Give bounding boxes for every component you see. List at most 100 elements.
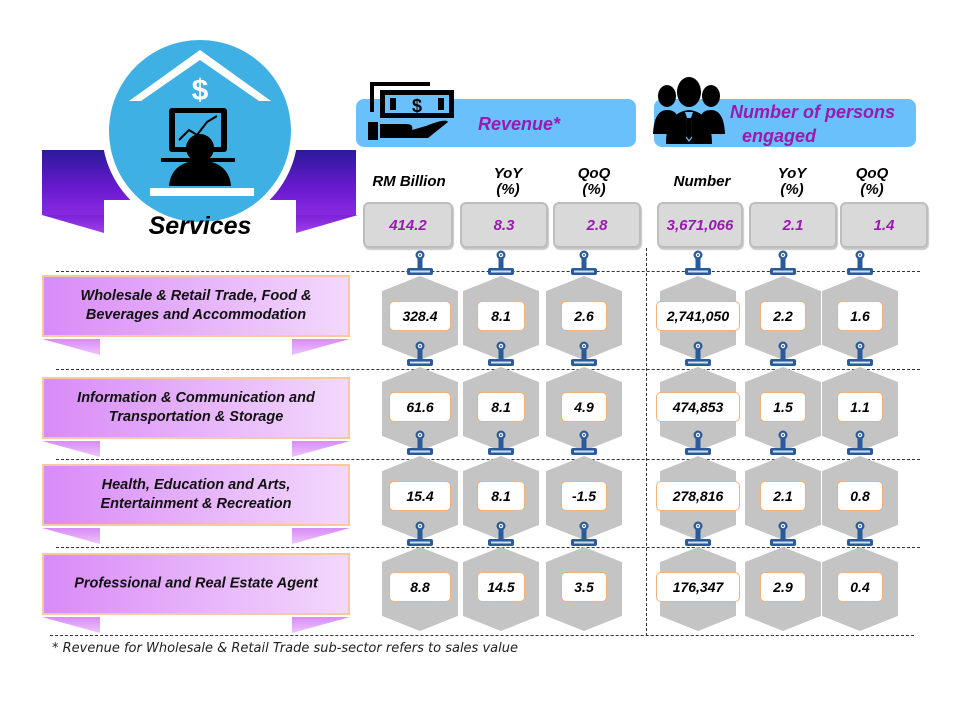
- value-revenue: 61.6: [389, 392, 451, 422]
- value-persons: 2,741,050: [656, 301, 740, 331]
- binder-clip-icon: [769, 430, 797, 456]
- sector-label: Wholesale & Retail Trade, Food & Beverag…: [80, 288, 312, 323]
- value-revenue: 15.4: [389, 481, 451, 511]
- total-revenue-qoq: 2.8: [553, 202, 641, 248]
- col-header-persons-yoy: YoY (%): [754, 166, 830, 198]
- col-header-revenue-yoy: YoY (%): [470, 166, 546, 198]
- col-header-rm-billion: RM Billion: [366, 174, 452, 190]
- sector-ribbon-information: Information & Communication and Transpor…: [42, 377, 350, 439]
- sector-label: Information & Communication and Transpor…: [77, 390, 315, 425]
- value-persons: 278,816: [656, 481, 740, 511]
- col-header-persons-qoq: QoQ (%): [834, 166, 910, 198]
- total-revenue-yoy: 8.3: [460, 202, 548, 248]
- binder-clip-icon: [406, 430, 434, 456]
- binder-clip-icon: [846, 521, 874, 547]
- sector-ribbon-tail-right: [292, 441, 350, 457]
- binder-clip-icon: [846, 250, 874, 276]
- value-revenue-qoq: 3.5: [561, 572, 607, 602]
- value-revenue: 328.4: [389, 301, 451, 331]
- value-revenue-yoy: 14.5: [477, 572, 525, 602]
- value-persons-qoq: 1.6: [837, 301, 883, 331]
- col-header-line2: (%): [860, 181, 884, 198]
- total-persons-qoq: 1.4: [840, 202, 928, 248]
- row-divider: [56, 459, 920, 460]
- col-header-line2: (%): [582, 181, 606, 198]
- sector-ribbon-tail-left: [42, 441, 100, 457]
- binder-clip-icon: [487, 521, 515, 547]
- col-header-line2: (%): [780, 181, 804, 198]
- value-revenue-yoy: 8.1: [477, 481, 525, 511]
- binder-clip-icon: [684, 250, 712, 276]
- binder-clip-icon: [570, 250, 598, 276]
- binder-clip-icon: [570, 341, 598, 367]
- total-revenue: 414.2: [363, 202, 453, 248]
- value-persons-yoy: 2.2: [760, 301, 806, 331]
- services-banner-tail-left: [42, 215, 104, 233]
- column-divider: [646, 248, 647, 636]
- value-persons-yoy: 1.5: [760, 392, 806, 422]
- sector-label: Professional and Real Estate Agent: [74, 575, 318, 592]
- sector-ribbon-tail-right: [292, 617, 350, 633]
- sector-ribbon-tail-right: [292, 528, 350, 544]
- binder-clip-icon: [769, 341, 797, 367]
- binder-clip-icon: [406, 341, 434, 367]
- total-persons-yoy: 2.1: [749, 202, 837, 248]
- binder-clip-icon: [684, 341, 712, 367]
- footnote: * Revenue for Wholesale & Retail Trade s…: [52, 641, 518, 656]
- sector-ribbon-tail-left: [42, 528, 100, 544]
- persons-header-title-line1: Number of persons: [730, 102, 896, 122]
- sector-ribbon-wholesale: Wholesale & Retail Trade, Food & Beverag…: [42, 275, 350, 337]
- value-revenue-qoq: 2.6: [561, 301, 607, 331]
- binder-clip-icon: [487, 250, 515, 276]
- value-persons-qoq: 0.4: [837, 572, 883, 602]
- binder-clip-icon: [769, 521, 797, 547]
- value-persons: 474,853: [656, 392, 740, 422]
- value-persons-yoy: 2.1: [760, 481, 806, 511]
- binder-clip-icon: [406, 521, 434, 547]
- sector-label: Health, Education and Arts, Entertainmen…: [100, 477, 292, 512]
- value-revenue-qoq: 4.9: [561, 392, 607, 422]
- binder-clip-icon: [570, 521, 598, 547]
- binder-clip-icon: [684, 430, 712, 456]
- row-divider: [56, 369, 920, 370]
- sector-ribbon-tail-right: [292, 339, 350, 355]
- value-persons-qoq: 0.8: [837, 481, 883, 511]
- col-header-number: Number: [660, 174, 744, 190]
- col-header-line1: QoQ: [577, 165, 611, 182]
- col-header-revenue-qoq: QoQ (%): [556, 166, 632, 198]
- col-header-line1: QoQ: [855, 165, 889, 182]
- col-header-line1: RM Billion: [372, 173, 446, 190]
- sector-ribbon-professional: Professional and Real Estate Agent: [42, 553, 350, 615]
- sector-ribbon-tail-left: [42, 617, 100, 633]
- binder-clip-icon: [487, 430, 515, 456]
- svg-text:$: $: [412, 96, 422, 116]
- sector-ribbon-tail-left: [42, 339, 100, 355]
- svg-text:$: $: [192, 74, 209, 107]
- col-header-line1: YoY: [493, 165, 523, 182]
- binder-clip-icon: [406, 250, 434, 276]
- binder-clip-icon: [487, 341, 515, 367]
- value-persons-yoy: 2.9: [760, 572, 806, 602]
- value-revenue-yoy: 8.1: [477, 392, 525, 422]
- value-revenue: 8.8: [389, 572, 451, 602]
- money-hand-icon: $: [368, 82, 454, 140]
- row-divider: [50, 635, 914, 636]
- col-header-line1: Number: [673, 173, 731, 190]
- row-divider: [56, 547, 920, 548]
- binder-clip-icon: [570, 430, 598, 456]
- persons-header-title-line2: engaged: [742, 126, 817, 146]
- sector-ribbon-health: Health, Education and Arts, Entertainmen…: [42, 464, 350, 526]
- total-persons: 3,671,066: [657, 202, 743, 248]
- value-persons: 176,347: [656, 572, 740, 602]
- value-revenue-yoy: 8.1: [477, 301, 525, 331]
- value-persons-qoq: 1.1: [837, 392, 883, 422]
- value-revenue-qoq: -1.5: [561, 481, 607, 511]
- revenue-header-title: Revenue*: [478, 114, 561, 134]
- binder-clip-icon: [846, 341, 874, 367]
- people-group-icon: [653, 77, 725, 144]
- binder-clip-icon: [684, 521, 712, 547]
- col-header-line2: (%): [496, 181, 520, 198]
- services-person-computer-icon: $: [129, 50, 271, 196]
- binder-clip-icon: [846, 430, 874, 456]
- col-header-line1: YoY: [777, 165, 807, 182]
